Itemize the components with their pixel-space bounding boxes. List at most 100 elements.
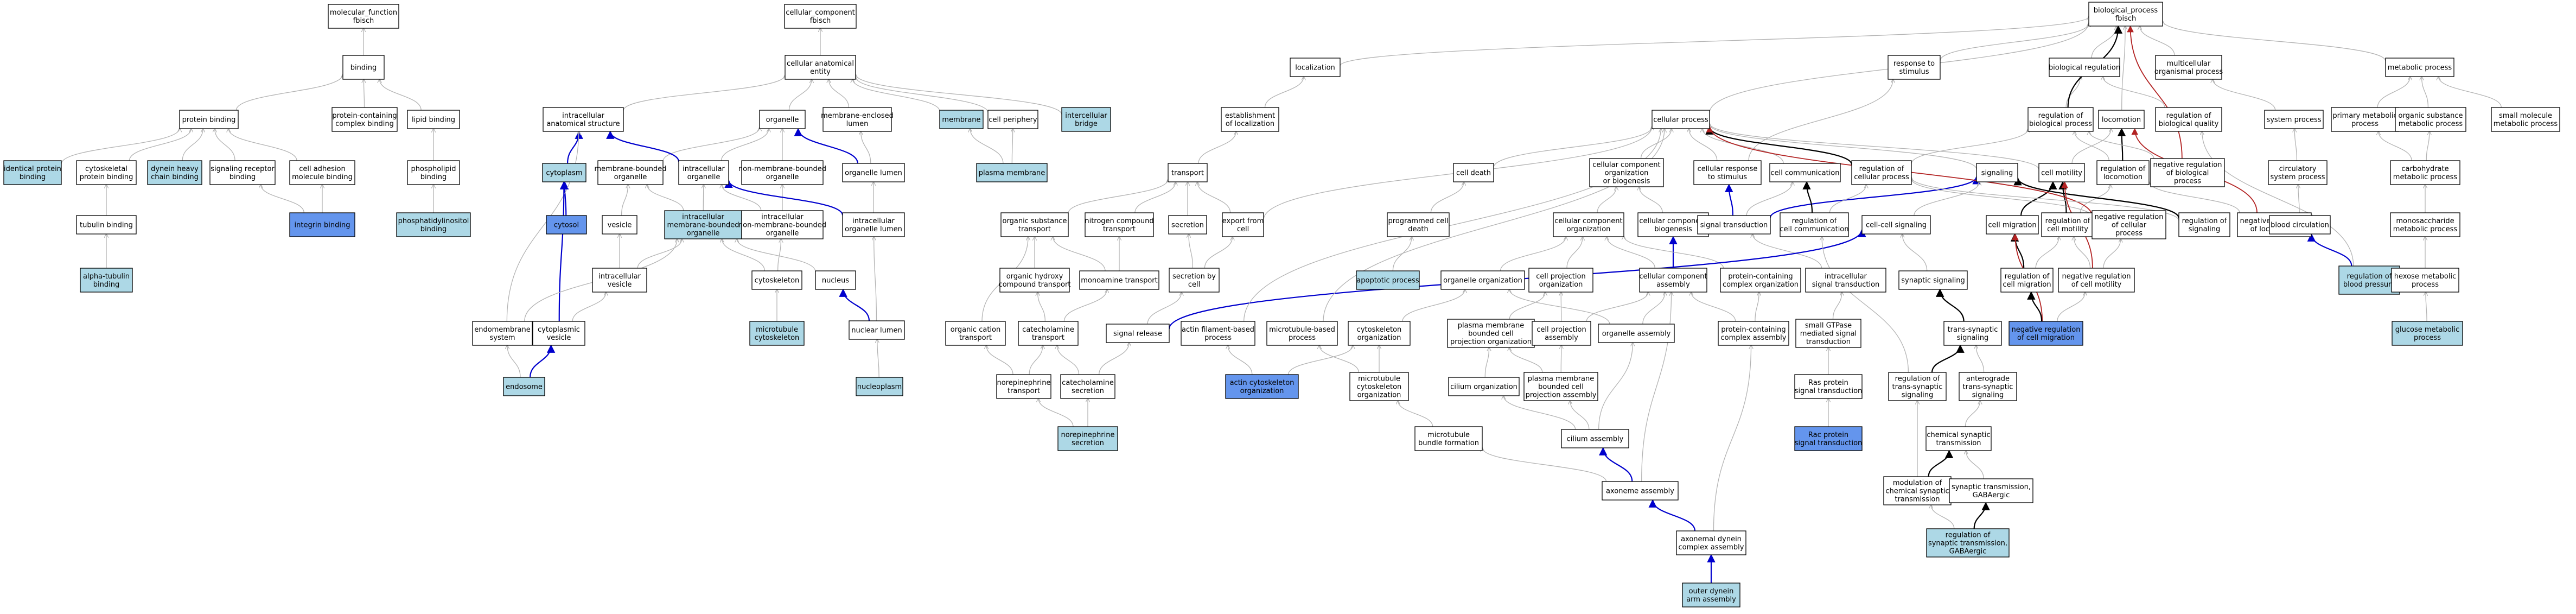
node-cytoskeleton[interactable]: cytoskeleton — [751, 270, 802, 290]
node-metab[interactable]: metabolic process — [2385, 58, 2454, 77]
node-sigtrans[interactable]: signal transduction — [1697, 215, 1771, 235]
node-bioreg[interactable]: biological regulation — [2049, 58, 2120, 77]
node-cellmig[interactable]: cell migration — [1986, 215, 2039, 235]
node-apoptotic[interactable]: apoptotic process — [1356, 270, 1420, 290]
node-secretion[interactable]: secretion — [1168, 215, 1207, 235]
node-cellmot[interactable]: cell motility — [2038, 163, 2085, 182]
node-monoamine[interactable]: monoamine transport — [1079, 270, 1159, 290]
node-gaba[interactable]: synaptic transmission,GABAergic — [1949, 478, 2033, 503]
node-locomotion[interactable]: locomotion — [2098, 110, 2145, 129]
node-celldeath[interactable]: cell death — [1453, 163, 1494, 182]
node-sysproc[interactable]: system process — [2264, 110, 2324, 129]
node-synsig[interactable]: synaptic signaling — [1898, 270, 1968, 290]
node-cytoplasm[interactable]: cytoplasm — [542, 163, 586, 182]
node-endosome[interactable]: endosome — [503, 377, 545, 396]
node-axonemeasm[interactable]: axoneme assembly — [1602, 481, 1679, 501]
node-cellproc[interactable]: cellular process — [1652, 110, 1710, 129]
node-nucleus[interactable]: nucleus — [815, 270, 856, 290]
node-transport[interactable]: transport — [1168, 163, 1208, 182]
node-cytosol[interactable]: cytosol — [546, 215, 587, 235]
node-ciliumorg[interactable]: cilium organization — [1448, 377, 1520, 396]
node-orglumen[interactable]: organelle lumen — [842, 163, 905, 182]
node-bloodcirc[interactable]: blood circulation — [2269, 215, 2331, 235]
node-cellcellsig[interactable]: cell-cell signaling — [1861, 215, 1931, 235]
node-lipidbind[interactable]: lipid binding — [407, 110, 460, 129]
node-orgorg[interactable]: organelle organization — [1440, 270, 1525, 290]
node-membrane[interactable]: membrane — [939, 110, 984, 129]
node-nuclumen[interactable]: nuclear lumen — [849, 320, 905, 340]
node-signalrel[interactable]: signal release — [1106, 324, 1170, 343]
node-intnonmbo[interactable]: intracellularnon-membrane-boundedorganel… — [738, 210, 826, 239]
